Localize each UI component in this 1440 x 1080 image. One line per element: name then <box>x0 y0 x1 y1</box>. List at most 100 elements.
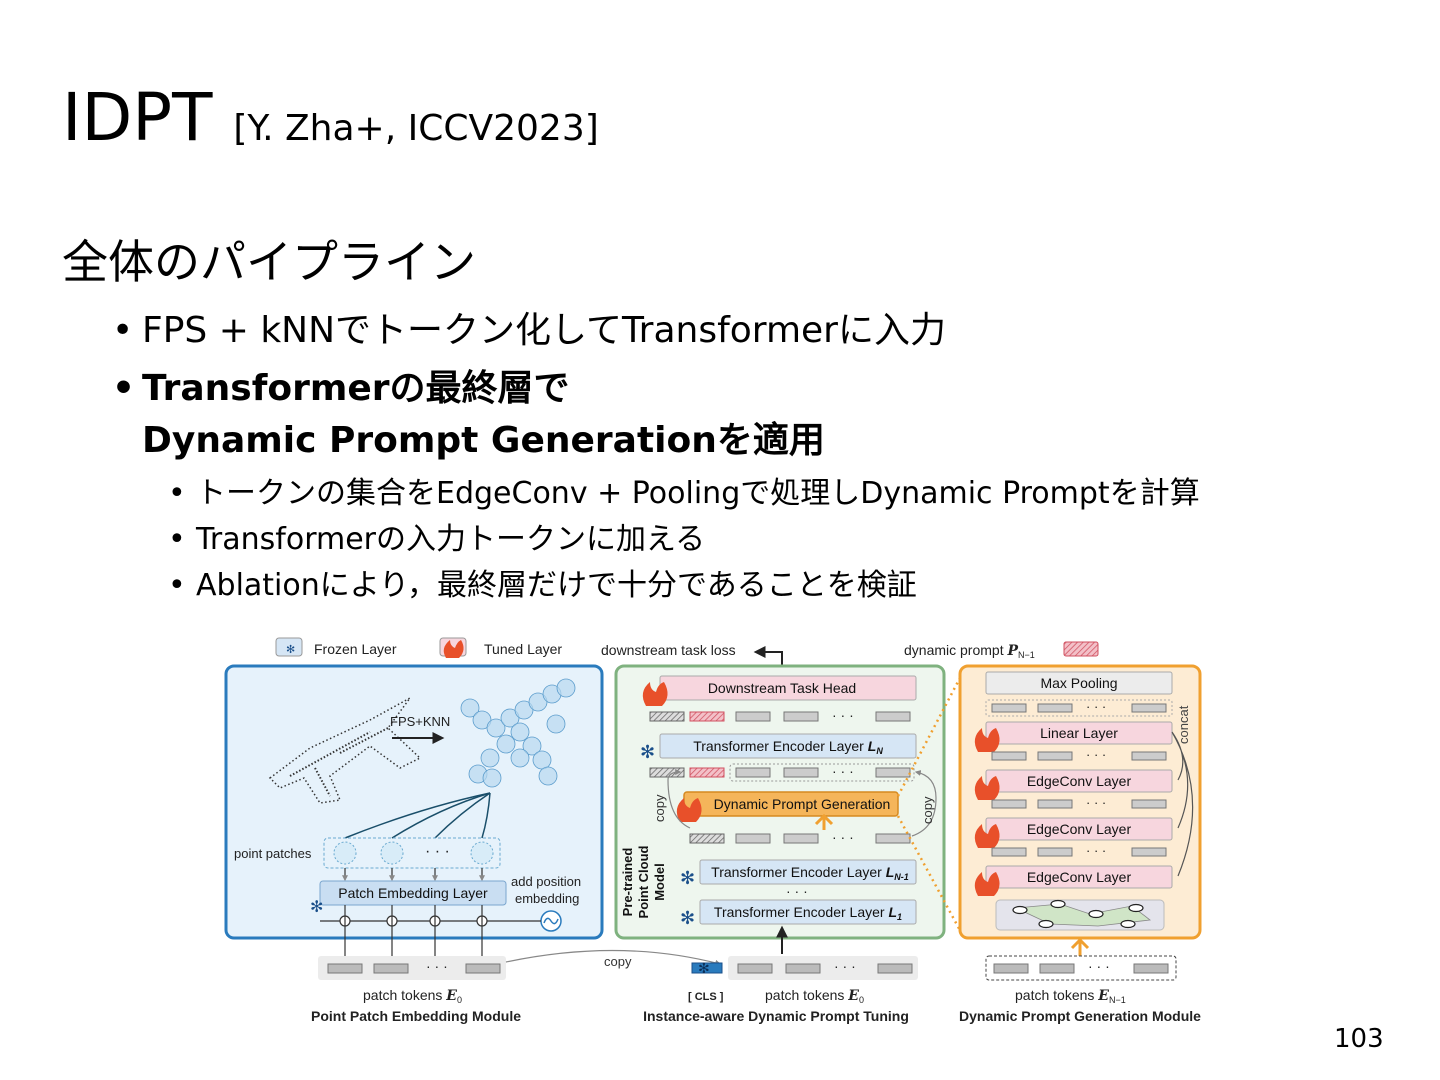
patch-embedding-label: Patch Embedding Layer <box>338 885 488 901</box>
encoder-layer-ln-label: Transformer Encoder Layer LN <box>693 738 883 756</box>
edgeconv-layer-1-label: EdgeConv Layer <box>1027 773 1132 789</box>
right-module-title: Dynamic Prompt Generation Module <box>959 1008 1201 1024</box>
flame-icon <box>676 798 702 822</box>
max-pooling-label: Max Pooling <box>1040 675 1117 691</box>
ellipsis: · · · <box>425 843 450 860</box>
encoder-layer-ln <box>659 733 917 759</box>
flame-icon <box>974 728 1000 752</box>
token-row-mid: · · · <box>649 763 915 782</box>
token-row-top: · · · <box>649 707 911 723</box>
patch-down-arrows <box>342 868 485 882</box>
flame-icon <box>974 872 1000 896</box>
token-row-low: · · · <box>689 829 911 845</box>
dynamic-prompt-generation-label: Dynamic Prompt Generation <box>714 796 891 812</box>
svg-text:· · ·: · · · <box>832 829 854 845</box>
right-patch-tokens-label: patch tokens EN−1 <box>1015 987 1126 1005</box>
dynamic-prompt-label: dynamic prompt PN−1 <box>904 642 1035 660</box>
snowflake-icon: ✻ <box>698 960 710 976</box>
tuned-legend-label: Tuned Layer <box>484 641 562 657</box>
left-panel-frame <box>224 664 604 940</box>
subbullet-1: •トークンの集合をEdgeConv + Poolingで処理しDynamic P… <box>168 476 1200 511</box>
point-patch <box>470 841 494 865</box>
page-number: 103 <box>1334 1024 1384 1054</box>
svg-text:· · ·: · · · <box>1086 843 1106 858</box>
middle-patch-tokens <box>737 963 913 974</box>
right-token-row-4: · · · <box>991 843 1167 858</box>
ellipsis: · · · <box>834 958 856 974</box>
flame-icon <box>974 776 1000 800</box>
svg-text:· · ·: · · · <box>832 763 854 779</box>
zoom-connector-top <box>896 673 964 797</box>
edgeconv-layer-1 <box>985 769 1173 793</box>
subbullet-1-text: トークンの集合をEdgeConv + Poolingで処理しDynamic Pr… <box>196 476 1200 511</box>
bullet-2: •Transformerの最終層で <box>112 368 570 409</box>
downstream-task-head-label: Downstream Task Head <box>708 680 856 696</box>
middle-module-title: Instance-aware Dynamic Prompt Tuning <box>643 1008 909 1024</box>
right-patch-tokens <box>993 963 1169 974</box>
subbullet-2: •Transformerの入力トークンに加える <box>168 522 706 557</box>
ellipsis: · · · <box>786 883 808 899</box>
snowflake-icon: ✻ <box>640 742 655 762</box>
left-patch-tokens-label: patch tokens E0 <box>363 987 462 1005</box>
downstream-loss-label: downstream task loss <box>601 642 736 658</box>
encoder-layer-ln-1-label: Transformer Encoder Layer LN-1 <box>711 864 909 882</box>
token-down-arrows <box>342 905 485 965</box>
point-patch <box>380 841 404 865</box>
copy-label-left: copy <box>652 794 667 822</box>
airplane-point-cloud <box>268 697 422 804</box>
max-pooling-layer <box>985 671 1173 695</box>
flame-icon <box>974 824 1000 848</box>
cls-label: [ CLS ] <box>688 991 724 1003</box>
fps-knn-label: FPS+KNN <box>390 714 450 729</box>
add-position-label-1: add position <box>511 874 581 889</box>
legend: ✻ Frozen Layer Tuned Layer <box>275 637 562 658</box>
encoder-layer-ln-1 <box>699 859 917 885</box>
linear-layer-label: Linear Layer <box>1040 725 1118 741</box>
frozen-legend-label: Frozen Layer <box>314 641 397 657</box>
svg-text:· · ·: · · · <box>1086 699 1106 714</box>
svg-text:· · ·: · · · <box>1086 747 1106 762</box>
middle-patch-tokens-label: patch tokens E0 <box>765 987 864 1005</box>
edgeconv-layer-2 <box>985 817 1173 841</box>
copy-curve-right <box>911 770 937 837</box>
bullet-1: •FPS + kNNでトークン化してTransformerに入力 <box>112 310 946 351</box>
add-position-label-2: embedding <box>515 891 579 906</box>
subbullet-2-text: Transformerの入力トークンに加える <box>196 522 706 557</box>
dpg-input-arrow <box>814 813 834 830</box>
edgeconv-layer-3 <box>985 865 1173 889</box>
slide-title: IDPT [Y. Zha+, ICCV2023] <box>62 78 599 169</box>
point-patch-embedding-panel: FPS+KNN point patches · · · <box>224 664 604 965</box>
snowflake-icon: ✻ <box>680 868 695 888</box>
frozen-legend-swatch <box>275 637 303 657</box>
point-patches-label: point patches <box>234 846 312 861</box>
right-token-row-2: · · · <box>991 747 1167 762</box>
encoder-layer-l1-label: Transformer Encoder Layer L1 <box>714 904 902 922</box>
sine-wave-icon <box>543 917 559 925</box>
right-token-row-1: · · · <box>985 699 1173 717</box>
ellipsis: · · · <box>1088 958 1110 974</box>
pretrained-label-3: Model <box>652 863 667 901</box>
graph-nodes <box>1012 899 1144 929</box>
copy-curve-bottom <box>505 949 722 966</box>
subbullet-3-text: Ablationにより，最終層だけで十分であることを検証 <box>196 568 917 603</box>
bullet-2-text-line2: Dynamic Prompt Generationを適用 <box>142 420 825 461</box>
snowflake-icon: ✻ <box>310 899 323 916</box>
patch-selection-lines <box>344 792 491 839</box>
copy-curve-left <box>667 769 691 829</box>
dynamic-prompt-token <box>1063 641 1099 657</box>
svg-text:· · ·: · · · <box>832 707 854 723</box>
middle-token-row <box>728 956 918 980</box>
edgeconv-layer-2-label: EdgeConv Layer <box>1027 821 1132 837</box>
bullet-2-line2: Dynamic Prompt Generationを適用 <box>142 418 825 464</box>
encoder-layer-l1 <box>699 899 917 925</box>
copy-label-bottom: copy <box>604 954 632 969</box>
snowflake-icon: ✻ <box>680 908 695 928</box>
bullet-2-text-line1: Transformerの最終層で <box>142 368 570 409</box>
ellipsis: · · · <box>426 958 448 974</box>
instance-aware-prompt-tuning-panel: Downstream Task Head · · · Transformer E… <box>614 664 946 940</box>
dynamic-prompt-generation-panel: Max Pooling · · · Linear Layer · · · Edg… <box>958 664 1202 940</box>
left-patch-tokens <box>327 963 501 974</box>
pretrained-label-1: Pre-trained <box>620 848 635 917</box>
title-reference: [Y. Zha+, ICCV2023] <box>233 108 599 149</box>
zoom-connector-bottom <box>896 815 964 935</box>
